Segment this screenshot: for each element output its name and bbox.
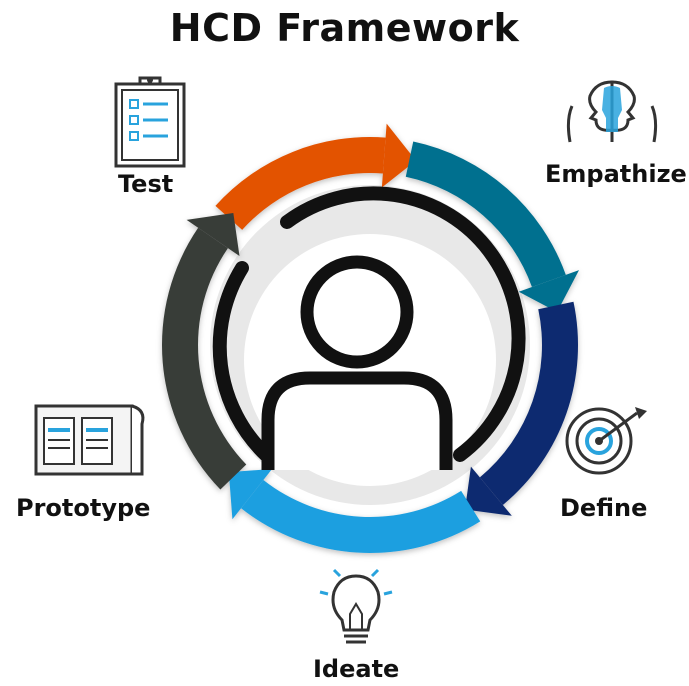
cycle-arrowhead-empathize [518, 270, 580, 313]
cycle-arrowhead-test [381, 123, 416, 188]
person-icon [261, 255, 453, 470]
target-arrow-icon [565, 407, 647, 475]
cycle-arc-empathize [405, 141, 566, 288]
blueprint-icon [34, 404, 145, 476]
cycle-arc-test [215, 137, 386, 230]
stage-label-define: Define [560, 494, 648, 522]
cycle-arc-ideate [241, 479, 481, 554]
cycle-arc-define [479, 301, 578, 506]
cycle-arcs [162, 123, 580, 554]
stage-label-ideate: Ideate [313, 655, 400, 683]
cycle-arrowhead-prototype [186, 213, 240, 256]
cycle-arrowhead-define [465, 466, 512, 516]
two-heads-icon [566, 80, 658, 143]
diagram-title: HCD Framework [169, 6, 520, 50]
inner-ring [212, 186, 526, 462]
lightbulb-icon [319, 568, 393, 644]
clipboard-checklist-icon [114, 76, 186, 168]
stage-label-test: Test [118, 170, 174, 198]
cycle-arrowhead-ideate [228, 468, 273, 520]
cycle-arc-prototype [162, 227, 247, 490]
stage-label-empathize: Empathize [545, 160, 687, 188]
stage-label-prototype: Prototype [16, 494, 151, 522]
